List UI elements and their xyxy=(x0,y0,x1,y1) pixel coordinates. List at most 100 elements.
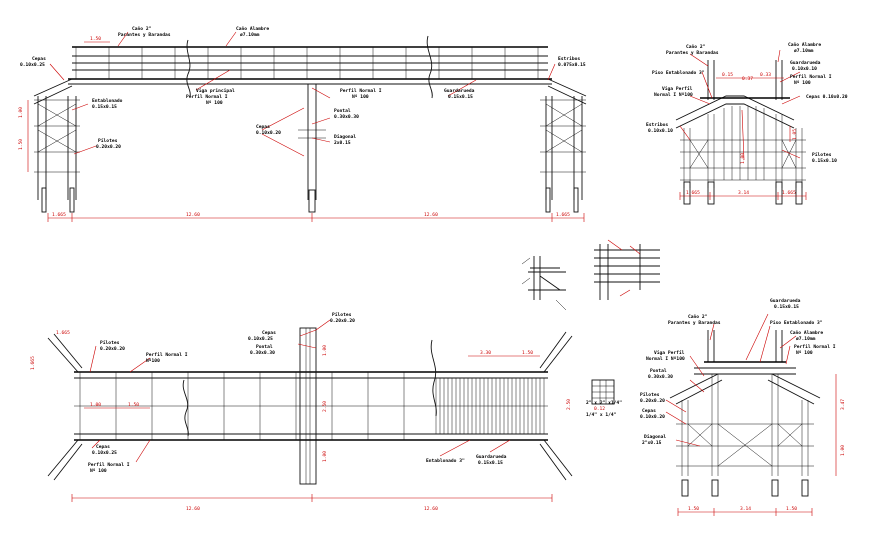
elev-dim-right-end: 1.665 xyxy=(556,212,570,218)
elev-dim-span-right: 12.60 xyxy=(424,212,438,218)
sect-bot-label-diagonal-sub: 2"x0.15 xyxy=(642,440,662,446)
sect-bot-label-pontal-sub: 0.30x0.30 xyxy=(648,374,673,380)
sect-bot-label-piso: Piso Entablonado 3" xyxy=(770,320,823,326)
sect-top-label-cano-alambre-sub: ø7.10mm xyxy=(794,48,814,54)
plan-label-pilotes-mid-sub: 0.20x0.20 xyxy=(330,318,355,324)
sect-top-label-perfil-sub: Nº 100 xyxy=(794,80,811,86)
plan-view: 12.60 12.60 1.00 1.50 3.30 1.50 1.00 2.5… xyxy=(30,312,573,512)
sect-bot-label-perfil-sub: Nº 100 xyxy=(796,350,813,356)
sect-top-dim-h1: 1.05 xyxy=(792,129,798,140)
elev-label-perfil-normal: Perfil Normal I xyxy=(340,88,382,94)
sect-top-label-viga-sub: Normal I Nº100 xyxy=(654,92,693,98)
elev-label-cepas-mid-sub: 0.10x0.20 xyxy=(256,130,281,136)
sect-bot-label-pontal: Pontal xyxy=(650,368,667,374)
detail-label-b: 2" x 2" x1/4" xyxy=(586,400,622,406)
sect-top-label-guardarueda: Guardarueda xyxy=(790,60,821,66)
elev-dim-left-end: 1.665 xyxy=(52,212,66,218)
plan-dim-corner-b: 1.665 xyxy=(30,356,36,370)
plan-label-cepas-sub: 0.10x0.25 xyxy=(92,450,117,456)
sect-top-label-piso: Piso Entablonado 3" xyxy=(652,70,705,76)
elev-label-cepas: Cepas xyxy=(32,56,46,62)
sect-top-label-viga: Viga Perfil xyxy=(662,86,693,92)
sect-top-label-estribos-sub: 0.10x0.10 xyxy=(648,128,673,134)
plan-dim-c: 3.30 xyxy=(480,350,491,356)
sect-bot-label-viga: Viga Perfil xyxy=(654,350,685,356)
sect-bot-label-cano-alambre-sub: ø7.10mm xyxy=(796,336,816,342)
plan-label-pilotes: Pilotes xyxy=(100,340,120,346)
sect-bot-dim-left: 1.50 xyxy=(688,506,699,512)
sect-bot-label-cano: Caño 2" xyxy=(688,314,708,320)
elev-label-cepas-sub: 0.10x0.25 xyxy=(20,62,45,68)
sect-bot-label-guardarueda-sub: 0.15x0.15 xyxy=(774,304,799,310)
elevation-view: 1.665 12.60 12.60 1.665 1.50 1.00 1.50 C… xyxy=(18,26,587,222)
sect-top-dim-mid: 3.14 xyxy=(738,190,749,196)
elev-label-pontal-sub: 0.30x0.30 xyxy=(334,114,359,120)
sect-top-dim-d2: 0.37 xyxy=(742,76,753,82)
sect-bot-dim-mid: 3.14 xyxy=(740,506,751,512)
elev-dim-top-post: 1.50 xyxy=(90,36,101,42)
sect-top-dim-d1: 0.15 xyxy=(722,72,733,78)
plan-label-guardarueda-sub: 0.15x0.15 xyxy=(478,460,503,466)
elev-label-guardarueda: Guardarueda xyxy=(444,88,475,94)
plan-dim-g: 1.00 xyxy=(322,451,328,462)
detail-label-c: 1/4" x 1/4" xyxy=(586,412,617,418)
sect-top-label-cano-sub: Parantes y Barandas xyxy=(666,50,719,56)
cross-section-bottom: 1.50 3.14 1.50 3.47 1.00 Caño 2" Parante… xyxy=(640,298,846,516)
sect-bot-label-guardarueda: Guardarueda xyxy=(770,298,801,304)
sect-top-dim-h2: 1.00 xyxy=(740,153,746,164)
plan-dim-corner-a: 1.665 xyxy=(56,330,70,336)
sect-top-label-pilotes: Pilotes xyxy=(812,152,832,158)
sect-top-label-cepas: Cepas 0.10x0.20 xyxy=(806,94,848,100)
elev-label-pontal: Pontal xyxy=(334,108,351,114)
elev-label-diagonal: Diagonal xyxy=(334,134,356,140)
sect-top-dim-left: 1.665 xyxy=(686,190,700,196)
sect-bot-label-viga-sub: Normal I Nº100 xyxy=(646,356,685,362)
sect-top-label-cano: Caño 2" xyxy=(686,44,706,50)
plan-label-entablonado: Entablonado 3" xyxy=(426,458,465,464)
sect-bot-label-cepas: Cepas xyxy=(642,408,656,414)
plan-label-perfil: Perfil Normal I xyxy=(146,352,188,358)
plan-dim-d: 1.50 xyxy=(522,350,533,356)
elev-label-estribos: Estribos xyxy=(558,56,580,62)
plan-dim-e: 1.00 xyxy=(322,345,328,356)
plan-dim-right: 12.60 xyxy=(424,506,438,512)
sect-bot-label-diagonal: Diagonal xyxy=(644,434,666,440)
plan-dim-f: 2.50 xyxy=(322,401,328,412)
plan-label-perfil-b: Perfil Normal I xyxy=(88,462,130,468)
sect-bot-label-cepas-sub: 0.10x0.20 xyxy=(640,414,665,420)
plan-label-cepas-mid: Cepas xyxy=(262,330,276,336)
sect-top-label-pilotes-sub: 0.15x0.10 xyxy=(812,158,837,164)
elev-label-viga-principal-sub: Perfil Normal I xyxy=(186,94,228,100)
sect-top-dim-right: 1.665 xyxy=(782,190,796,196)
sect-bot-label-cano-sub: Parantes y Barandas xyxy=(668,320,721,326)
sect-top-label-guardarueda-sub: 0.10x0.10 xyxy=(792,66,817,72)
elev-label-cano-alambre: Caño Alambre xyxy=(236,26,269,32)
plan-label-pilotes-sub: 0.20x0.20 xyxy=(100,346,125,352)
plan-dim-b: 1.50 xyxy=(128,402,139,408)
plan-label-perfil-b-sub: Nº 100 xyxy=(90,468,107,474)
elev-label-viga-principal: Viga principal xyxy=(196,88,235,94)
elev-label-cano-top: Caño 2" xyxy=(132,26,152,32)
elev-label-guardarueda-sub: 0.15x0.15 xyxy=(448,94,473,100)
elev-dim-height-b: 1.50 xyxy=(18,139,24,150)
detail-label-a: 0.12 xyxy=(594,406,605,412)
plan-label-cepas-mid-sub: 0.10x0.25 xyxy=(248,336,273,342)
elev-label-pilotes-sub: 0.20x0.20 xyxy=(96,144,121,150)
sect-bot-dim-right: 1.50 xyxy=(786,506,797,512)
plan-label-guardarueda: Guardarueda xyxy=(476,454,507,460)
elev-label-estribos-sub: 0.075x0.15 xyxy=(558,62,586,68)
sect-bot-label-pilotes: Pilotes xyxy=(640,392,660,398)
elev-label-cepas-mid: Cepas xyxy=(256,124,270,130)
plan-dim-a: 1.00 xyxy=(90,402,101,408)
sect-bot-label-pilotes-sub: 0.20x0.20 xyxy=(640,398,665,404)
detail-views: 0.12 2" x 2" x1/4" 1/4" x 1/4" xyxy=(521,239,660,418)
elev-dim-height-a: 1.00 xyxy=(18,107,24,118)
elev-label-cano-alambre-sub: ø7.10mm xyxy=(240,32,260,38)
plan-label-pontal: Pontal xyxy=(256,344,273,350)
elev-label-diagonal-sub: 2x0.15 xyxy=(334,140,351,146)
sect-bot-label-perfil: Perfil Normal I xyxy=(794,344,836,350)
sect-top-dim-d3: 0.33 xyxy=(760,72,771,78)
plan-label-pontal-sub: 0.30x0.30 xyxy=(250,350,275,356)
elev-label-entablonado-sub: 0.15x0.15 xyxy=(92,104,117,110)
